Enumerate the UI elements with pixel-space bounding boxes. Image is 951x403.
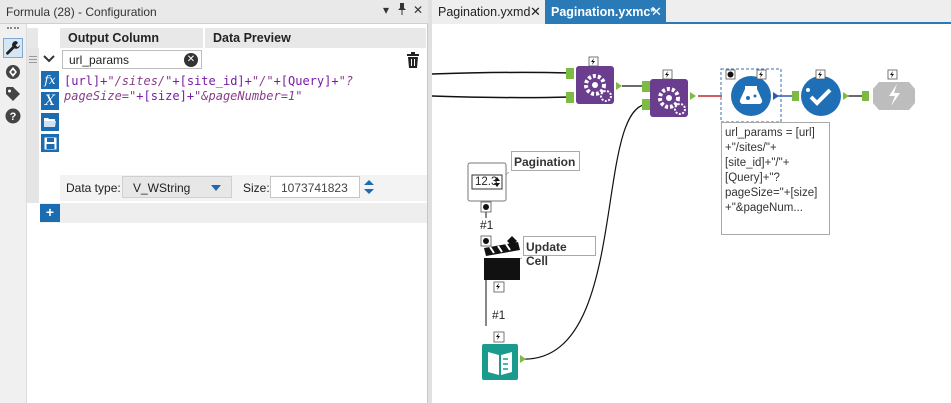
formula-tool-selected <box>725 69 771 116</box>
input-anchor <box>792 91 799 101</box>
configuration-panel: Formula (28) - Configuration ▾ ✕ ? Outpu… <box>0 0 428 403</box>
output-anchor <box>843 92 849 100</box>
macro-output-tool <box>873 69 915 110</box>
add-row-bar: + <box>40 203 427 223</box>
output-anchor <box>690 92 696 100</box>
header-spacer <box>40 28 48 48</box>
row-grip <box>29 62 37 63</box>
pin-icon[interactable] <box>397 3 407 18</box>
panel-splitter[interactable] <box>428 0 432 403</box>
target-icon[interactable] <box>3 62 23 82</box>
tab-close-icon[interactable]: ✕ <box>530 4 541 19</box>
config-toolbar: ? <box>0 24 27 403</box>
workflow-graph <box>432 56 915 380</box>
expression-string: "/sites/" <box>107 74 173 88</box>
add-field-button[interactable]: + <box>40 204 60 222</box>
data-preview-header[interactable]: Data Preview <box>205 28 427 48</box>
size-label: Size: <box>243 181 270 195</box>
data-type-value: V_WString <box>133 181 191 195</box>
connection-name: #1 <box>480 218 494 232</box>
select-tool <box>801 69 841 116</box>
expression-field: +[Query]+ <box>273 74 339 88</box>
tab-close-icon[interactable]: ✕ <box>651 4 662 19</box>
connection-line <box>432 71 571 75</box>
expression-string: "/" <box>251 74 274 88</box>
panel-close-icon[interactable]: ✕ <box>413 3 424 17</box>
workflow-canvas[interactable]: Pagination 12.3 #1 Update Cell #1 url_pa… <box>432 26 951 403</box>
panel-dropdown-icon[interactable]: ▾ <box>383 3 390 17</box>
annotation-line: +"/sites/"+ <box>725 142 777 154</box>
delete-icon[interactable] <box>404 51 422 69</box>
data-type-row: Data type: V_WString Size: 1073741823 <box>60 175 427 201</box>
formula-annotation[interactable]: url_params = [url] +"/sites/"+ [site_id]… <box>721 122 830 235</box>
data-type-label: Data type: <box>66 181 121 195</box>
annotation-line: pageSize="+[size] <box>725 187 818 199</box>
input-anchor-t <box>642 81 650 92</box>
tab-label: Pagination.yxmd <box>438 5 531 19</box>
wrench-icon[interactable] <box>3 38 23 58</box>
annotation-line: [Query]+"? <box>725 172 780 184</box>
annotation-line: [site_id]+"/"+ <box>725 157 790 169</box>
annotation-line: url_params = [url] <box>725 127 815 139</box>
input-anchor-s <box>642 99 650 110</box>
expression-field: [url]+ <box>64 74 108 88</box>
svg-text:?: ? <box>10 111 17 123</box>
input-anchor-t <box>566 68 574 79</box>
header-corner <box>27 28 39 48</box>
help-icon[interactable]: ? <box>3 106 23 126</box>
action-tool <box>480 235 520 280</box>
size-stepper[interactable] <box>360 176 378 198</box>
collapse-row-button[interactable] <box>40 50 58 68</box>
tab-pagination-yxmd[interactable]: Pagination.yxmd ✕ <box>432 0 545 24</box>
update-cell-label[interactable]: Update Cell <box>523 236 596 268</box>
clear-input-icon[interactable]: ✕ <box>184 53 198 67</box>
grid-header: Output Column Data Preview <box>27 28 427 48</box>
output-column-input[interactable] <box>62 50 202 69</box>
tag-icon[interactable] <box>3 84 23 104</box>
output-column-header[interactable]: Output Column <box>60 28 204 48</box>
numeric-value: 12.3 <box>475 176 498 188</box>
output-anchor <box>616 82 622 90</box>
row-grip <box>29 56 37 57</box>
formula-tool-2 <box>650 69 688 117</box>
open-folder-icon[interactable] <box>41 113 59 131</box>
annotation-line: +"&pageNum... <box>725 202 803 214</box>
stepper-up-icon <box>364 180 374 185</box>
output-anchor <box>773 92 779 100</box>
function-icon[interactable]: fx <box>41 71 59 89</box>
expression-editor[interactable]: [url]+"/sites/"+[site_id]+"/"+[Query]+"?… <box>62 71 422 173</box>
expression-string: "&pageNumber=1" <box>194 89 303 103</box>
expression-tools: fx X <box>40 70 60 175</box>
row-gutter[interactable] <box>27 48 39 203</box>
row-grip <box>29 59 37 60</box>
expression-field: +[site_id]+ <box>172 74 252 88</box>
tab-label: Pagination.yxmc* <box>551 5 656 19</box>
macro-input-tool <box>482 344 518 380</box>
data-type-select[interactable]: V_WString <box>122 176 232 198</box>
connection-line <box>432 95 571 99</box>
input-anchor-s <box>566 92 574 103</box>
tab-pagination-yxmc[interactable]: Pagination.yxmc* ✕ <box>545 0 666 24</box>
pagination-label[interactable]: Pagination <box>511 151 580 171</box>
connection-name: #1 <box>492 308 506 322</box>
connection-line <box>519 103 649 360</box>
expression-string: "? pageSize=" <box>64 74 354 103</box>
panel-titlebar: Formula (28) - Configuration ▾ ✕ <box>0 0 428 24</box>
save-icon[interactable] <box>41 134 59 152</box>
variable-icon[interactable]: X <box>41 92 59 110</box>
tab-strip: Pagination.yxmd ✕ Pagination.yxmc* ✕ <box>432 0 951 24</box>
size-input[interactable]: 1073741823 <box>270 176 360 198</box>
formula-tool-1 <box>576 56 614 104</box>
panel-title: Formula (28) - Configuration <box>6 5 157 19</box>
numeric-updown-tool <box>467 162 507 202</box>
output-anchor <box>520 355 526 363</box>
chevron-down-icon <box>211 185 221 191</box>
input-anchor <box>862 91 869 101</box>
stepper-down-icon <box>364 189 374 194</box>
expression-field: +[size]+ <box>136 89 195 103</box>
toolbar-grip <box>7 27 19 29</box>
